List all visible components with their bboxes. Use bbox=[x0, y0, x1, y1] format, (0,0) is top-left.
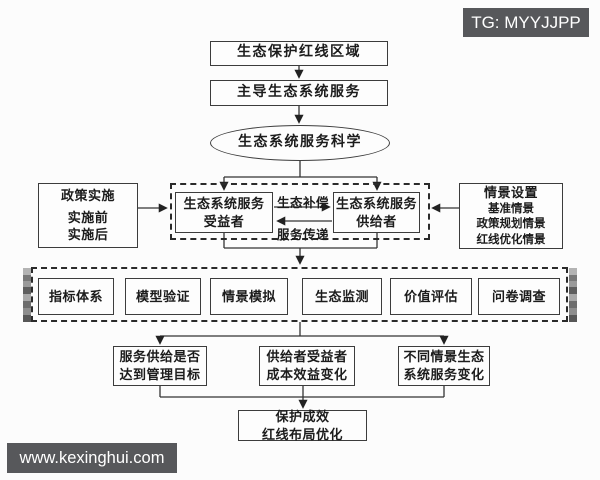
outcome-scenario-line1: 不同情景生态 bbox=[403, 349, 485, 365]
node-provider: 生态系统服务 供给者 bbox=[333, 192, 420, 233]
label-eco-compensation: 生态补偿 bbox=[277, 196, 330, 210]
node-scenario-line1: 基准情景 bbox=[488, 202, 534, 215]
node-provider-line1: 生态系统服务 bbox=[335, 195, 417, 211]
node-service-science-label: 生态系统服务科学 bbox=[238, 134, 362, 150]
outcome-cost-line1: 供给者受益者 bbox=[266, 349, 348, 365]
node-outcome-cost-benefit: 供给者受益者 成本效益变化 bbox=[259, 346, 355, 386]
watermark-tg-label: TG: MYYJJPP bbox=[471, 12, 581, 32]
node-dominant-services: 主导生态系统服务 bbox=[210, 80, 388, 106]
node-method-eco-monitoring: 生态监测 bbox=[302, 278, 382, 315]
node-redline-area: 生态保护红线区域 bbox=[210, 41, 388, 66]
node-scenario-title: 情景设置 bbox=[483, 184, 538, 200]
method-label: 模型验证 bbox=[135, 288, 190, 304]
watermark-tg-badge: TG: MYYJJPP bbox=[463, 8, 589, 37]
outcome-cost-line2: 成本效益变化 bbox=[266, 367, 348, 382]
watermark-site-label: www.kexinghui.com bbox=[19, 448, 165, 467]
node-method-value-assessment: 价值评估 bbox=[390, 278, 472, 315]
node-policy-implementation: 政策实施 实施前 实施后 bbox=[38, 183, 138, 248]
method-label: 指标体系 bbox=[48, 288, 103, 304]
outcome-scenario-line2: 系统服务变化 bbox=[403, 367, 485, 382]
right-edge-artifact-strip bbox=[569, 268, 577, 322]
method-label: 生态监测 bbox=[314, 288, 369, 304]
node-scenario-line2: 政策规划情景 bbox=[476, 218, 546, 231]
node-policy-line2: 实施后 bbox=[67, 227, 109, 243]
node-method-indicator-system: 指标体系 bbox=[38, 278, 114, 315]
node-redline-area-label: 生态保护红线区域 bbox=[237, 45, 361, 61]
method-label: 价值评估 bbox=[403, 288, 458, 304]
group-methods bbox=[31, 267, 568, 322]
node-scenario-line3: 红线优化情景 bbox=[476, 233, 546, 246]
node-dominant-services-label: 主导生态系统服务 bbox=[237, 84, 361, 100]
label-service-delivery: 服务传递 bbox=[277, 228, 330, 242]
node-policy-title: 政策实施 bbox=[60, 188, 115, 204]
node-service-science-ellipse: 生态系统服务科学 bbox=[210, 125, 390, 161]
node-method-questionnaire-survey: 问卷调查 bbox=[478, 278, 560, 315]
outcome-goal-line2: 达到管理目标 bbox=[119, 367, 201, 382]
group-stakeholders bbox=[170, 183, 430, 240]
method-label: 问卷调查 bbox=[491, 288, 546, 304]
node-provider-line2: 供给者 bbox=[356, 213, 397, 229]
node-outcome-management-goal: 服务供给是否 达到管理目标 bbox=[113, 346, 207, 386]
final-line1: 保护成效 bbox=[275, 408, 330, 424]
node-policy-line1: 实施前 bbox=[67, 209, 109, 225]
node-outcome-scenario-change: 不同情景生态 系统服务变化 bbox=[398, 346, 490, 386]
node-method-scenario-simulation: 情景模拟 bbox=[210, 278, 288, 315]
node-scenario-setting: 情景设置 基准情景 政策规划情景 红线优化情景 bbox=[459, 183, 563, 249]
watermark-site-badge: www.kexinghui.com bbox=[7, 443, 177, 473]
node-beneficiary-line1: 生态系统服务 bbox=[183, 195, 265, 211]
node-final-protection-effect: 保护成效 红线布局优化 bbox=[238, 408, 367, 442]
method-label: 情景模拟 bbox=[221, 288, 276, 304]
node-beneficiary: 生态系统服务 受益者 bbox=[175, 192, 273, 233]
node-method-model-validation: 模型验证 bbox=[125, 278, 201, 315]
final-line2: 红线布局优化 bbox=[261, 426, 343, 442]
node-beneficiary-line2: 受益者 bbox=[203, 213, 245, 229]
left-edge-artifact-strip bbox=[23, 268, 31, 322]
outcome-goal-line1: 服务供给是否 bbox=[119, 349, 201, 365]
